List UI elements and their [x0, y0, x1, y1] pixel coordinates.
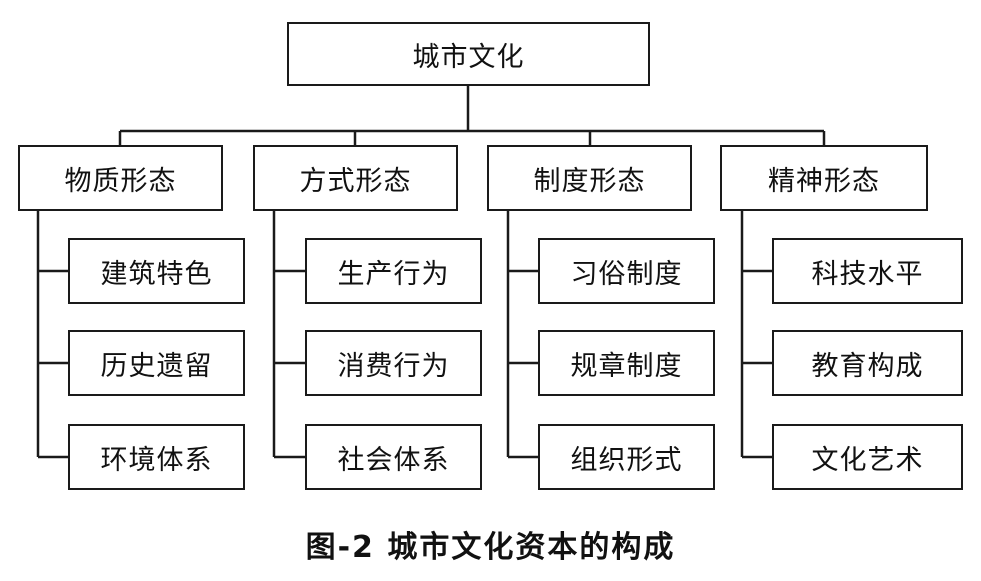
leaf-label: 教育构成 [811, 350, 924, 382]
leaf-node: 习俗制度 [538, 238, 715, 304]
leaf-node: 教育构成 [772, 330, 963, 396]
leaf-label: 建筑特色 [100, 258, 213, 290]
leaf-node: 文化艺术 [772, 424, 963, 490]
leaf-label: 科技水平 [811, 258, 924, 290]
leaf-node: 消费行为 [305, 330, 482, 396]
leaf-label: 文化艺术 [811, 444, 924, 476]
root-node-label: 城市文化 [412, 41, 525, 73]
category-label: 物质形态 [64, 165, 177, 197]
leaf-node: 社会体系 [305, 424, 482, 490]
category-label: 制度形态 [533, 165, 646, 197]
figure-caption: 图-2 城市文化资本的构成 [305, 530, 676, 565]
category-node-spirit: 精神形态 [720, 145, 928, 211]
leaf-node: 组织形式 [538, 424, 715, 490]
category-label: 精神形态 [768, 165, 880, 197]
category-node-institution: 制度形态 [487, 145, 692, 211]
leaf-node: 科技水平 [772, 238, 963, 304]
leaf-label: 环境体系 [100, 444, 213, 476]
leaf-node: 建筑特色 [68, 238, 245, 304]
leaf-label: 组织形式 [570, 444, 683, 476]
leaf-node: 历史遗留 [68, 330, 245, 396]
leaf-node: 环境体系 [68, 424, 245, 490]
category-node-material: 物质形态 [18, 145, 223, 211]
root-node: 城市文化 [287, 22, 650, 86]
leaf-label: 习俗制度 [570, 258, 683, 290]
category-label: 方式形态 [299, 165, 412, 197]
leaf-label: 规章制度 [570, 350, 683, 382]
leaf-node: 规章制度 [538, 330, 715, 396]
leaf-label: 历史遗留 [100, 350, 213, 382]
category-node-mode: 方式形态 [253, 145, 458, 211]
leaf-label: 社会体系 [337, 444, 450, 476]
leaf-label: 消费行为 [337, 350, 450, 382]
leaf-label: 生产行为 [337, 258, 450, 290]
leaf-node: 生产行为 [305, 238, 482, 304]
